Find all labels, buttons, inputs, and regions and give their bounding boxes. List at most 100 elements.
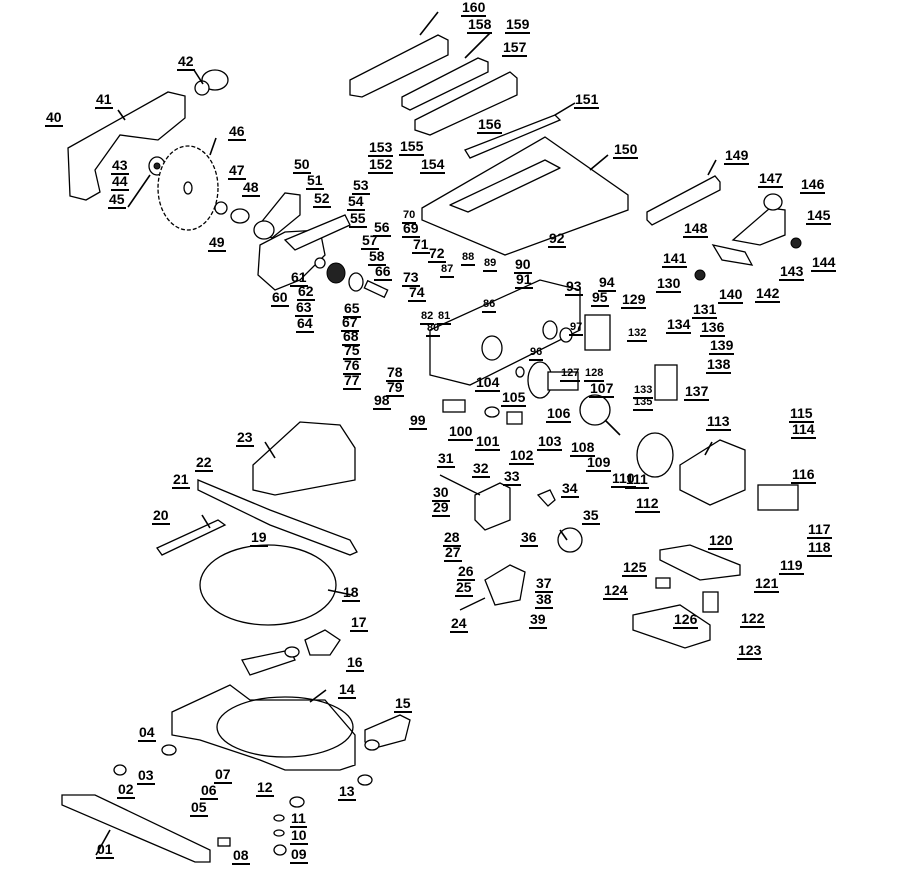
part-laser-housing: [442, 399, 466, 413]
callout-119: 119: [779, 557, 804, 575]
callout-67: 67: [341, 314, 359, 332]
callout-79: 79: [386, 379, 404, 397]
callout-60: 60: [271, 289, 289, 307]
callout-90: 90: [514, 256, 532, 274]
part-dust-port: [194, 69, 229, 96]
part-handle-cover: [659, 544, 741, 581]
callout-136: 136: [700, 319, 726, 337]
callout-58: 58: [368, 248, 386, 266]
part-base-ring: [216, 696, 354, 758]
callout-28: 28: [443, 529, 461, 547]
callout-65: 65: [343, 300, 361, 318]
callout-30: 30: [432, 484, 450, 502]
callout-61: 61: [290, 269, 308, 287]
part-front-rail: [61, 794, 211, 863]
callout-33: 33: [503, 468, 521, 486]
part-cover-plate: [654, 364, 678, 401]
part-pivot-bracket: [474, 482, 511, 531]
callout-112: 112: [635, 495, 660, 513]
callout-96: 96: [529, 347, 544, 361]
callout-87: 87: [440, 264, 455, 278]
callout-106: 106: [546, 405, 572, 423]
part-bearing-64: [348, 272, 364, 292]
part-locking-lever: [304, 629, 341, 656]
callout-98: 98: [373, 392, 391, 410]
callout-159: 159: [505, 16, 531, 34]
callout-14: 14: [338, 681, 356, 699]
part-motor-housing: [679, 439, 746, 506]
callout-22: 22: [195, 454, 213, 472]
part-transformer: [757, 484, 799, 511]
callout-86: 86: [482, 299, 497, 313]
part-table-insert: [156, 519, 227, 556]
part-switch-button: [655, 577, 671, 589]
part-torsion-spring: [557, 527, 583, 553]
part-slide-arm: [414, 71, 518, 136]
callout-82: 82: [420, 311, 435, 325]
callout-49: 49: [208, 234, 226, 252]
callout-66: 66: [374, 263, 392, 281]
callout-145: 145: [806, 207, 832, 225]
callout-47: 47: [228, 162, 246, 180]
callout-143: 143: [779, 263, 805, 281]
part-washer: [273, 829, 285, 837]
part-bevel-knob: [763, 193, 783, 211]
callout-108: 108: [570, 439, 596, 457]
part-bushing: [314, 257, 326, 269]
callout-80: 80: [426, 323, 441, 337]
callout-156: 156: [477, 116, 503, 134]
callout-43: 43: [111, 157, 129, 175]
callout-134: 134: [666, 316, 692, 334]
part-clamp-knob: [113, 764, 127, 776]
callout-64: 64: [296, 315, 314, 333]
callout-05: 05: [190, 799, 208, 817]
callout-92: 92: [548, 230, 566, 248]
part-fence: [197, 479, 358, 556]
part-top-arm: [349, 34, 449, 98]
callout-150: 150: [613, 141, 639, 159]
callout-94: 94: [598, 274, 616, 292]
callout-20: 20: [152, 507, 170, 525]
part-base: [171, 684, 356, 771]
callout-129: 129: [621, 291, 647, 309]
callout-31: 31: [437, 450, 455, 468]
part-stop-lever: [536, 489, 556, 507]
part-arm: [401, 57, 489, 111]
part-baffle: [579, 394, 611, 426]
callout-116: 116: [791, 466, 816, 484]
callout-91: 91: [515, 271, 533, 289]
callout-38: 38: [535, 591, 553, 609]
callout-35: 35: [582, 507, 600, 525]
callout-32: 32: [472, 460, 490, 478]
callout-16: 16: [346, 654, 364, 672]
part-handle: [632, 604, 711, 649]
callout-76: 76: [343, 357, 361, 375]
callout-157: 157: [502, 39, 528, 57]
callout-68: 68: [342, 328, 360, 346]
callout-37: 37: [535, 575, 553, 593]
part-bracket-142: [711, 244, 754, 266]
callout-74: 74: [408, 284, 426, 302]
callout-02: 02: [117, 781, 135, 799]
callout-133: 133: [633, 385, 654, 399]
callout-88: 88: [461, 252, 476, 266]
callout-117: 117: [807, 521, 832, 539]
part-gear: [542, 320, 558, 340]
callout-93: 93: [565, 278, 583, 296]
part-switch: [702, 591, 719, 613]
callout-48: 48: [242, 179, 260, 197]
callout-44: 44: [111, 173, 129, 191]
callout-26: 26: [457, 563, 475, 581]
callout-15: 15: [394, 695, 412, 713]
callout-36: 36: [520, 529, 538, 547]
callout-109: 109: [586, 454, 612, 472]
callout-142: 142: [755, 285, 781, 303]
callout-08: 08: [232, 847, 250, 865]
callout-111: 111: [625, 471, 649, 489]
part-inner-flange: [214, 201, 228, 215]
callout-21: 21: [172, 471, 190, 489]
part-pivot-bolt: [439, 474, 481, 496]
callout-148: 148: [683, 220, 709, 238]
callout-78: 78: [386, 364, 404, 382]
callout-132: 132: [627, 328, 648, 342]
